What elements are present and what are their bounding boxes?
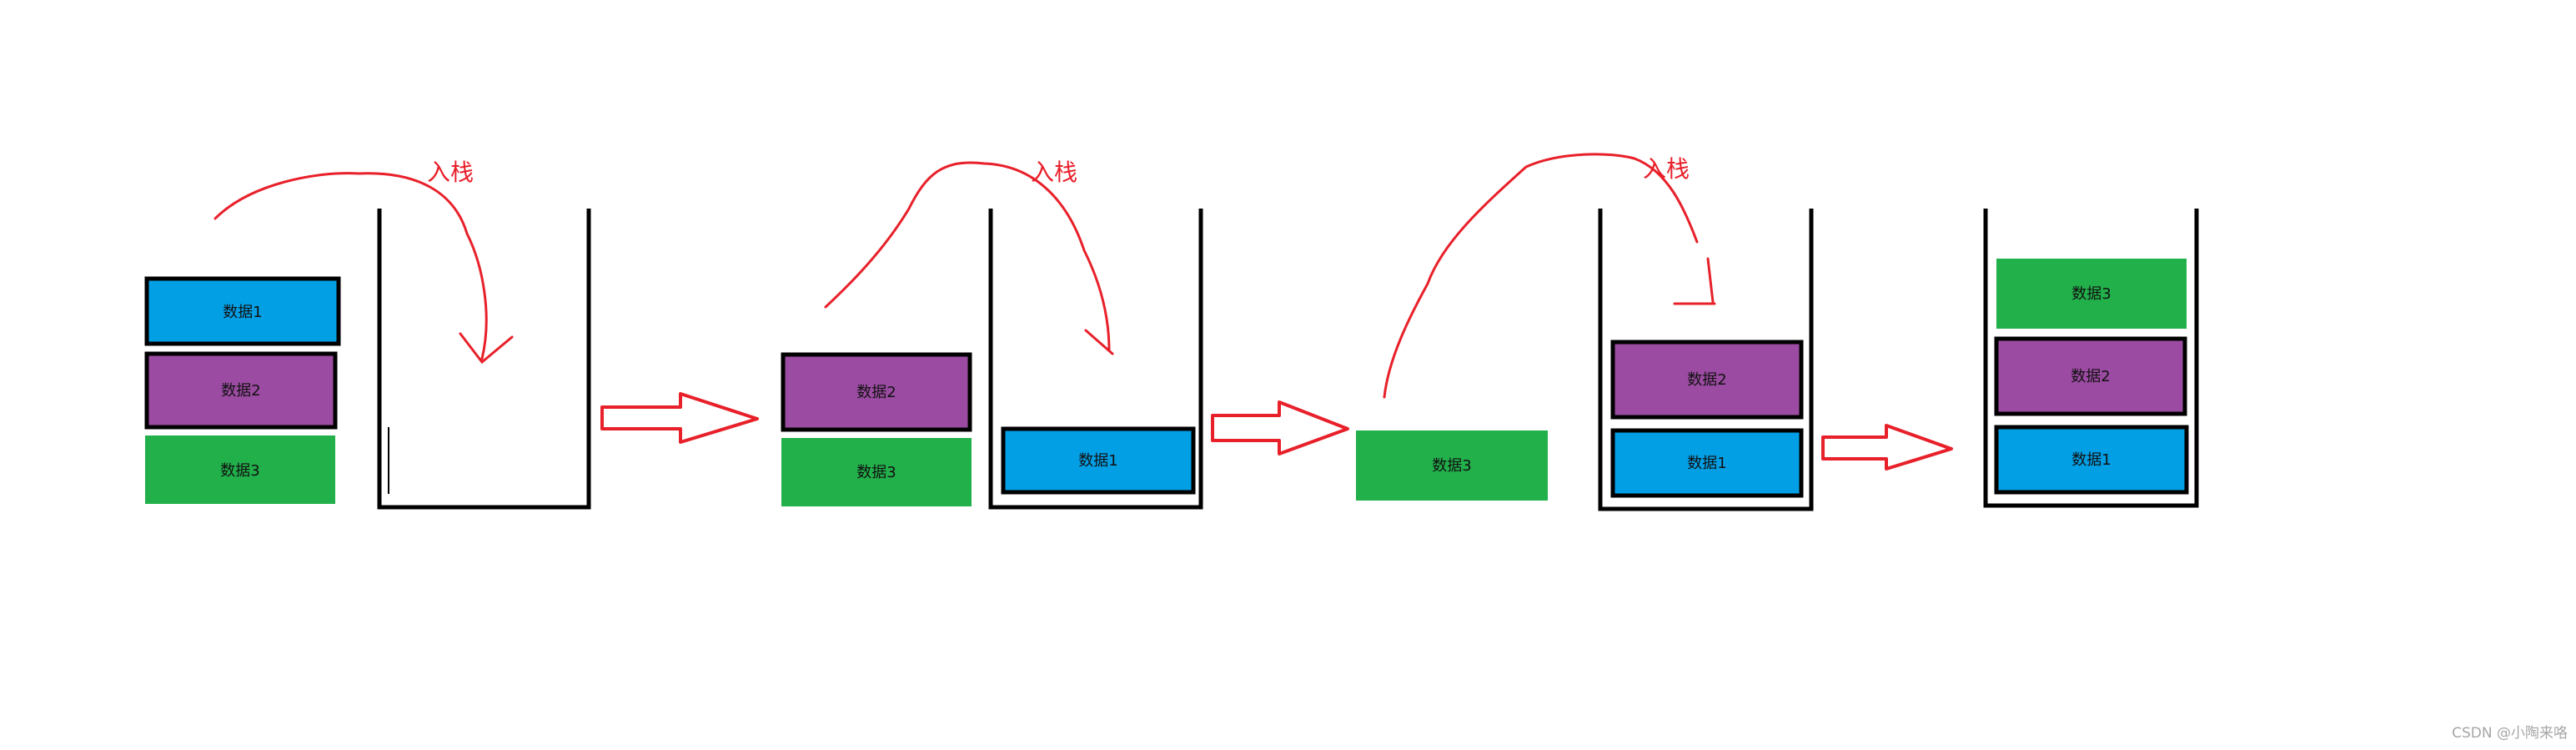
block-label: 数据1 [1687, 455, 1726, 472]
block-data3: 数据3 [145, 435, 335, 504]
stack-block-data1: 数据1 [1994, 425, 2189, 495]
stack-block-data3: 数据3 [1996, 259, 2187, 329]
stack-container [377, 209, 591, 510]
block-data3: 数据3 [781, 438, 972, 506]
stack-block-data2: 数据2 [1994, 336, 2187, 416]
block-label: 数据3 [220, 462, 259, 480]
push-curve-arrow [824, 161, 1114, 355]
stack-block-data1: 数据1 [1610, 428, 1804, 498]
stack-block-data2: 数据2 [1610, 340, 1804, 420]
step-4: 数据3 数据2 数据1 [1983, 209, 2199, 508]
push-curve-arrow [213, 172, 514, 365]
block-label: 数据3 [1432, 457, 1471, 475]
step-2: 数据2 数据3 数据1 入栈 [781, 159, 1203, 510]
step-arrow-1 [600, 392, 759, 444]
block-label: 数据1 [2071, 451, 2111, 469]
stack-container [988, 209, 1203, 510]
block-data2: 数据2 [781, 352, 972, 432]
block-data1: 数据1 [144, 276, 341, 346]
block-label: 数据3 [856, 464, 896, 481]
watermark: CSDN @小陶来咯 [2452, 725, 2568, 742]
stack-container [1983, 209, 2199, 508]
step-arrow-3 [1821, 424, 1953, 471]
block-label: 数据2 [1687, 371, 1726, 389]
stack-block-data1: 数据1 [1001, 426, 1196, 495]
block-label: 数据2 [221, 382, 260, 400]
block-label: 数据1 [1078, 452, 1117, 470]
push-label: 入栈 [427, 159, 474, 186]
step-1: 数据1 数据2 数据3 入栈 [144, 159, 591, 510]
block-data3: 数据3 [1356, 430, 1548, 501]
block-label: 数据1 [223, 304, 262, 321]
push-label: 入栈 [1643, 155, 1690, 183]
block-label: 数据2 [2071, 368, 2110, 385]
block-label: 数据3 [2071, 285, 2111, 303]
push-curve-arrow [1383, 153, 1716, 399]
push-label: 入栈 [1031, 159, 1077, 186]
step-arrow-2 [1211, 400, 1349, 456]
block-data2: 数据2 [144, 351, 338, 430]
stack-container [1598, 209, 1814, 511]
step-3: 数据3 数据2 数据1 入栈 [1356, 153, 1814, 511]
block-label: 数据2 [856, 384, 896, 401]
